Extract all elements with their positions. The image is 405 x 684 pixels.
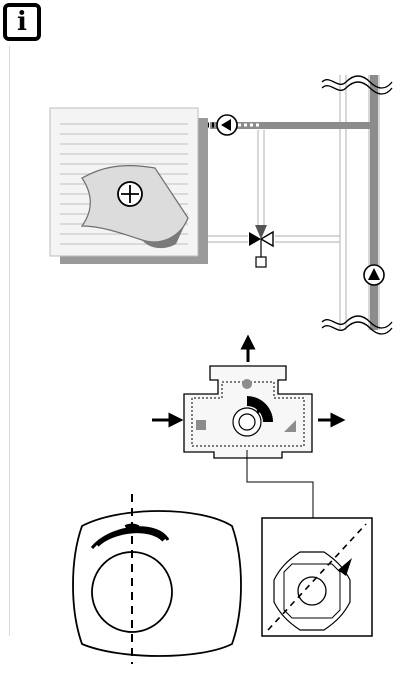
port-right-marker — [284, 420, 296, 432]
info-icon: i — [3, 3, 41, 41]
detail-axis-line — [267, 523, 367, 631]
heating-circuit-schematic — [49, 75, 393, 335]
main-pipes — [339, 75, 380, 330]
actuator-slot-inner — [95, 528, 166, 547]
detail-leader-line — [246, 450, 314, 518]
radiator-icon — [49, 107, 208, 264]
supply-pipe — [210, 122, 375, 129]
margin-rule — [9, 46, 10, 636]
info-icon-glyph: i — [17, 7, 27, 37]
pipe-break-top-2 — [321, 81, 393, 95]
pipe-break-bottom-1 — [321, 315, 393, 329]
main-pump-icon — [363, 264, 385, 286]
pipe-break-bottom-2 — [321, 321, 393, 335]
three-way-valve-icon — [249, 225, 274, 268]
detail-plug-inner — [283, 563, 341, 619]
detail-plug-marker — [338, 558, 352, 576]
port-top-marker — [242, 379, 252, 389]
pump-icon — [216, 114, 238, 136]
detail-plug-center — [297, 576, 327, 606]
port-left-marker — [196, 420, 206, 430]
return-pipe-fill — [370, 75, 378, 330]
valve-chamber — [191, 381, 305, 447]
valve-actuator-box — [255, 256, 267, 268]
return-pipe — [205, 235, 340, 243]
valve-position-detail-icon — [261, 517, 373, 637]
valve-cross-section — [152, 334, 346, 518]
valve-sector-arrow — [255, 404, 262, 414]
pipe-break-top-1 — [321, 75, 393, 89]
actuator-knob-icon — [72, 494, 242, 664]
radiator-sheet-curl — [142, 218, 188, 249]
valve-plug-inner — [238, 413, 256, 431]
plus-circle-icon — [117, 181, 143, 207]
bypass-pipe — [257, 130, 265, 230]
